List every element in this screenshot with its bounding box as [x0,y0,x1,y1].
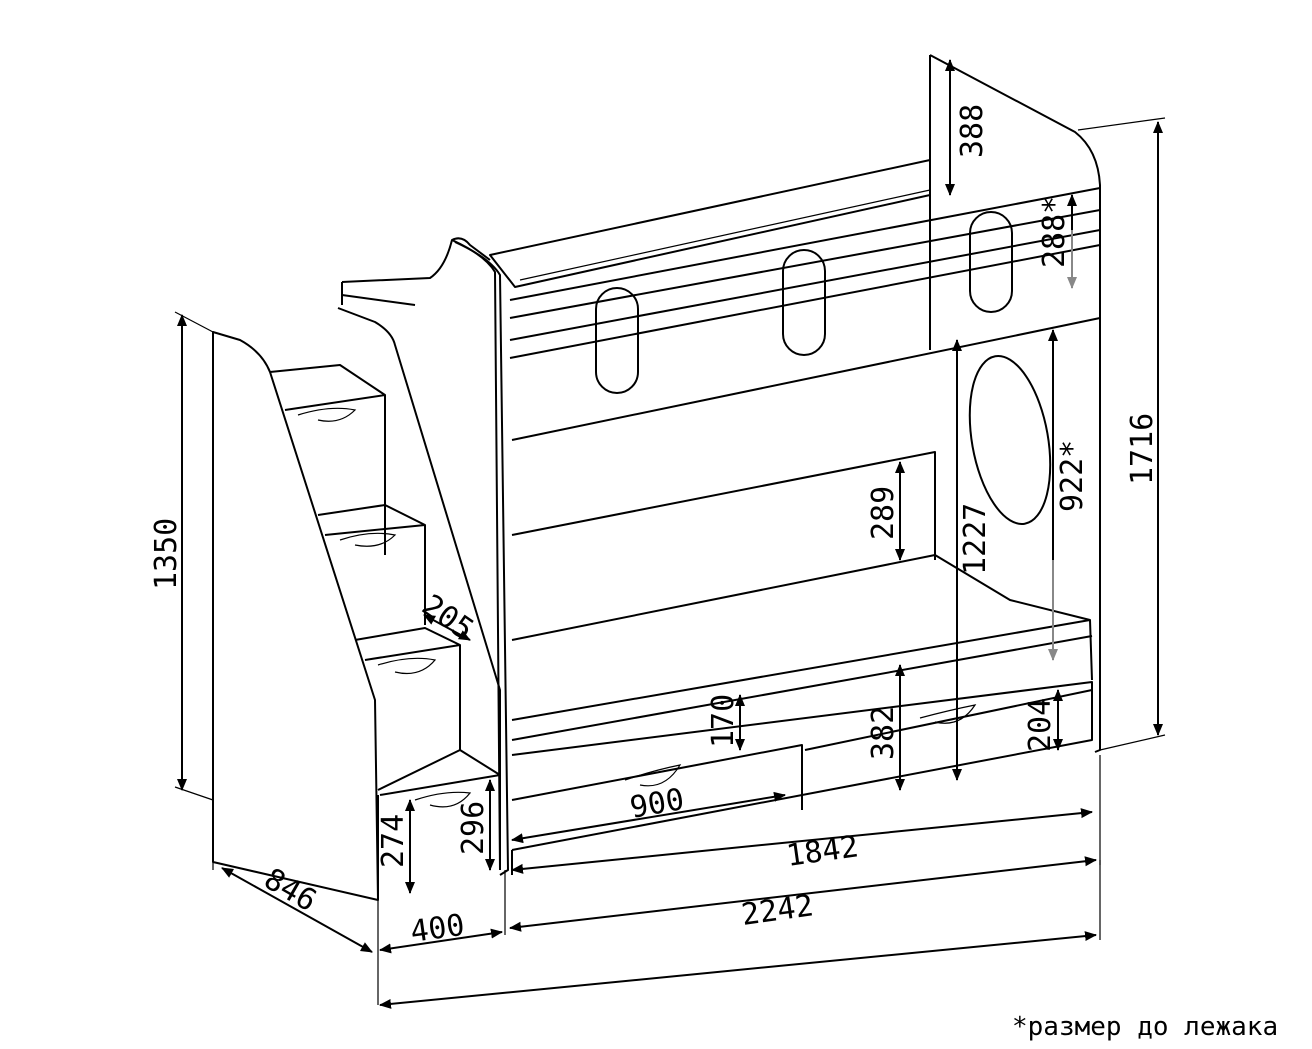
dim-846: 846 [258,862,322,919]
dim-296: 296 [456,801,491,855]
stair-side-panel [212,331,379,901]
far-headboard [929,54,1101,753]
dim-204: 204 [1023,698,1058,752]
dim-170: 170 [706,694,741,748]
dimension-lines [174,59,1166,1009]
dim-2242: 2242 [739,888,815,933]
dim-288: 288* [1037,196,1072,268]
upper-guard-rail [489,159,1101,441]
dim-1350: 1350 [149,518,184,590]
dim-922: 922* [1055,440,1090,512]
dim-382: 382 [866,706,901,760]
dim-1227: 1227 [958,503,993,575]
dim-1842: 1842 [784,829,860,874]
dim-400: 400 [408,908,467,950]
lower-bunk [511,451,1093,741]
dim-1716: 1716 [1125,413,1160,485]
near-headboard [451,239,509,876]
rail-cutouts [595,211,1013,394]
dim-274: 274 [376,814,411,868]
dim-289: 289 [866,486,901,540]
dim-388: 388 [955,104,990,158]
stair-back-panel [337,237,501,870]
footnote: *размер до лежака [1012,1012,1278,1042]
